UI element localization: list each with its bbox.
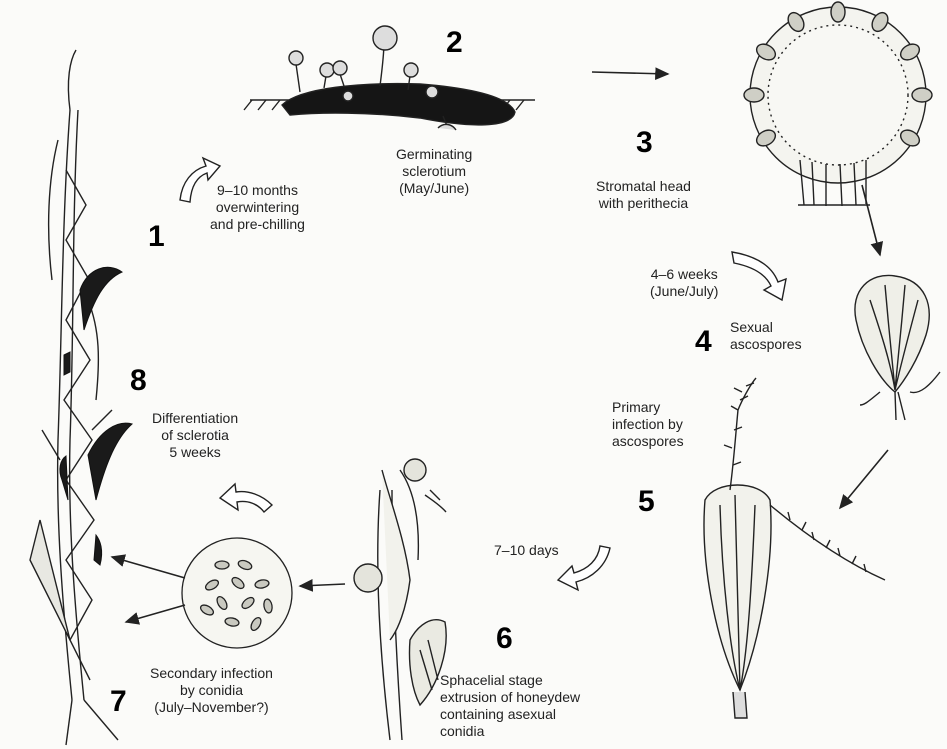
sphacelial-stage-illustration [354, 459, 446, 740]
stage-number-2: 2 [446, 28, 463, 58]
arrow-3-to-4 [862, 185, 880, 255]
stromatal-head-illustration [744, 2, 932, 206]
stage-number-8: 8 [130, 366, 147, 396]
stage-4-caption: Sexual ascospores [730, 319, 802, 353]
stage-number-4: 4 [695, 327, 712, 357]
hollow-arrow-7-10-days [558, 546, 610, 590]
stage-number-3: 3 [636, 128, 653, 158]
arrow-6-to-7 [300, 584, 345, 586]
stage-1-caption: 9–10 months overwintering and pre-chilli… [210, 182, 305, 233]
stage-3-caption: Stromatal head with perithecia [596, 178, 691, 212]
primary-infection-floret-illustration [704, 378, 885, 718]
time-label-7-10-days: 7–10 days [494, 542, 559, 559]
hollow-arrow-8 [220, 484, 272, 512]
stage-number-5: 5 [638, 487, 655, 517]
stage-2-caption: Germinating sclerotium (May/June) [396, 146, 472, 197]
stage-5-caption: Primary infection by ascospores [612, 399, 684, 450]
perithecium-illustration [855, 275, 940, 420]
stage-7-caption: Secondary infection by conidia (July–Nov… [150, 665, 273, 716]
stage-number-7: 7 [110, 687, 127, 717]
conidia-illustration [182, 538, 292, 648]
stage-8-caption: Differentiation of sclerotia 5 weeks [152, 410, 238, 461]
hollow-arrow-4-6-weeks [732, 252, 786, 300]
stage-6-caption: Sphacelial stage extrusion of honeydew c… [440, 672, 580, 740]
infected-grass-stem-illustration [30, 50, 118, 745]
germinating-sclerotium-illustration [244, 26, 535, 130]
stage-number-1: 1 [148, 222, 165, 252]
arrow-7-to-stem-upper [112, 557, 185, 578]
arrow-7-to-stem-lower [126, 605, 185, 622]
arrow-2-to-3 [592, 72, 668, 74]
time-label-4-6-weeks: 4–6 weeks (June/July) [650, 266, 718, 300]
stage-number-6: 6 [496, 624, 513, 654]
arrow-4-to-5 [840, 450, 888, 508]
